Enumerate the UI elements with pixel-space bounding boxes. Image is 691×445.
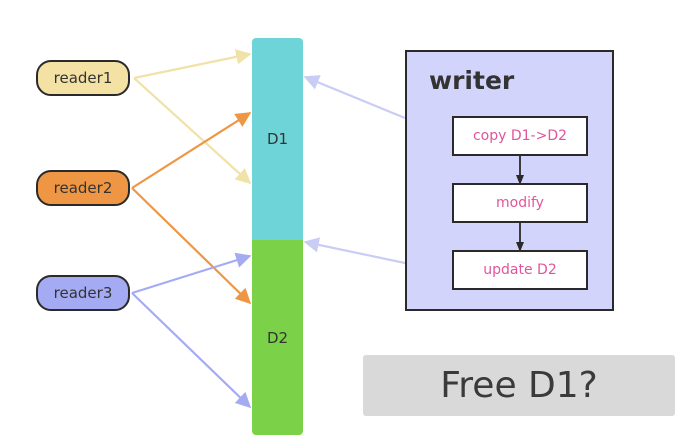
arrow-reader1-to-d1-top bbox=[133, 49, 252, 80]
arrow-reader1-to-d1-bottom bbox=[133, 77, 252, 185]
arrow-reader2-to-d1 bbox=[131, 112, 252, 189]
data-block-d1: D1 bbox=[252, 38, 303, 240]
reader1-node: reader1 bbox=[36, 60, 130, 96]
free-d1-question-text: Free D1? bbox=[440, 365, 598, 406]
reader2-node: reader2 bbox=[36, 170, 130, 206]
writer-box: writer copy D1->D2 modify update D2 bbox=[405, 50, 614, 311]
reader3-label: reader3 bbox=[53, 284, 113, 302]
step-modify-label: modify bbox=[496, 195, 544, 211]
step-copy-label: copy D1->D2 bbox=[472, 128, 568, 144]
data-block-d2: D2 bbox=[252, 240, 303, 435]
arrow-writer-to-d2 bbox=[303, 237, 406, 265]
step-modify: modify bbox=[452, 183, 588, 223]
step-update-label: update D2 bbox=[483, 262, 557, 278]
reader3-node: reader3 bbox=[36, 275, 130, 311]
reader2-label: reader2 bbox=[53, 179, 113, 197]
step-update: update D2 bbox=[452, 250, 588, 290]
data-block-d2-label: D2 bbox=[266, 328, 289, 347]
step-arrow-copy-to-modify bbox=[516, 154, 524, 185]
reader1-label: reader1 bbox=[53, 69, 113, 87]
step-arrow-modify-to-update bbox=[516, 221, 524, 252]
arrow-reader3-to-d2-top bbox=[131, 252, 252, 295]
data-block-d1-label: D1 bbox=[266, 130, 289, 148]
free-d1-question-box: Free D1? bbox=[363, 355, 675, 416]
writer-title: writer bbox=[429, 66, 515, 95]
arrow-reader2-to-d2 bbox=[131, 187, 252, 305]
arrow-writer-to-d1 bbox=[303, 75, 406, 120]
arrow-reader3-to-d2-bottom bbox=[131, 292, 252, 409]
step-copy: copy D1->D2 bbox=[452, 116, 588, 156]
